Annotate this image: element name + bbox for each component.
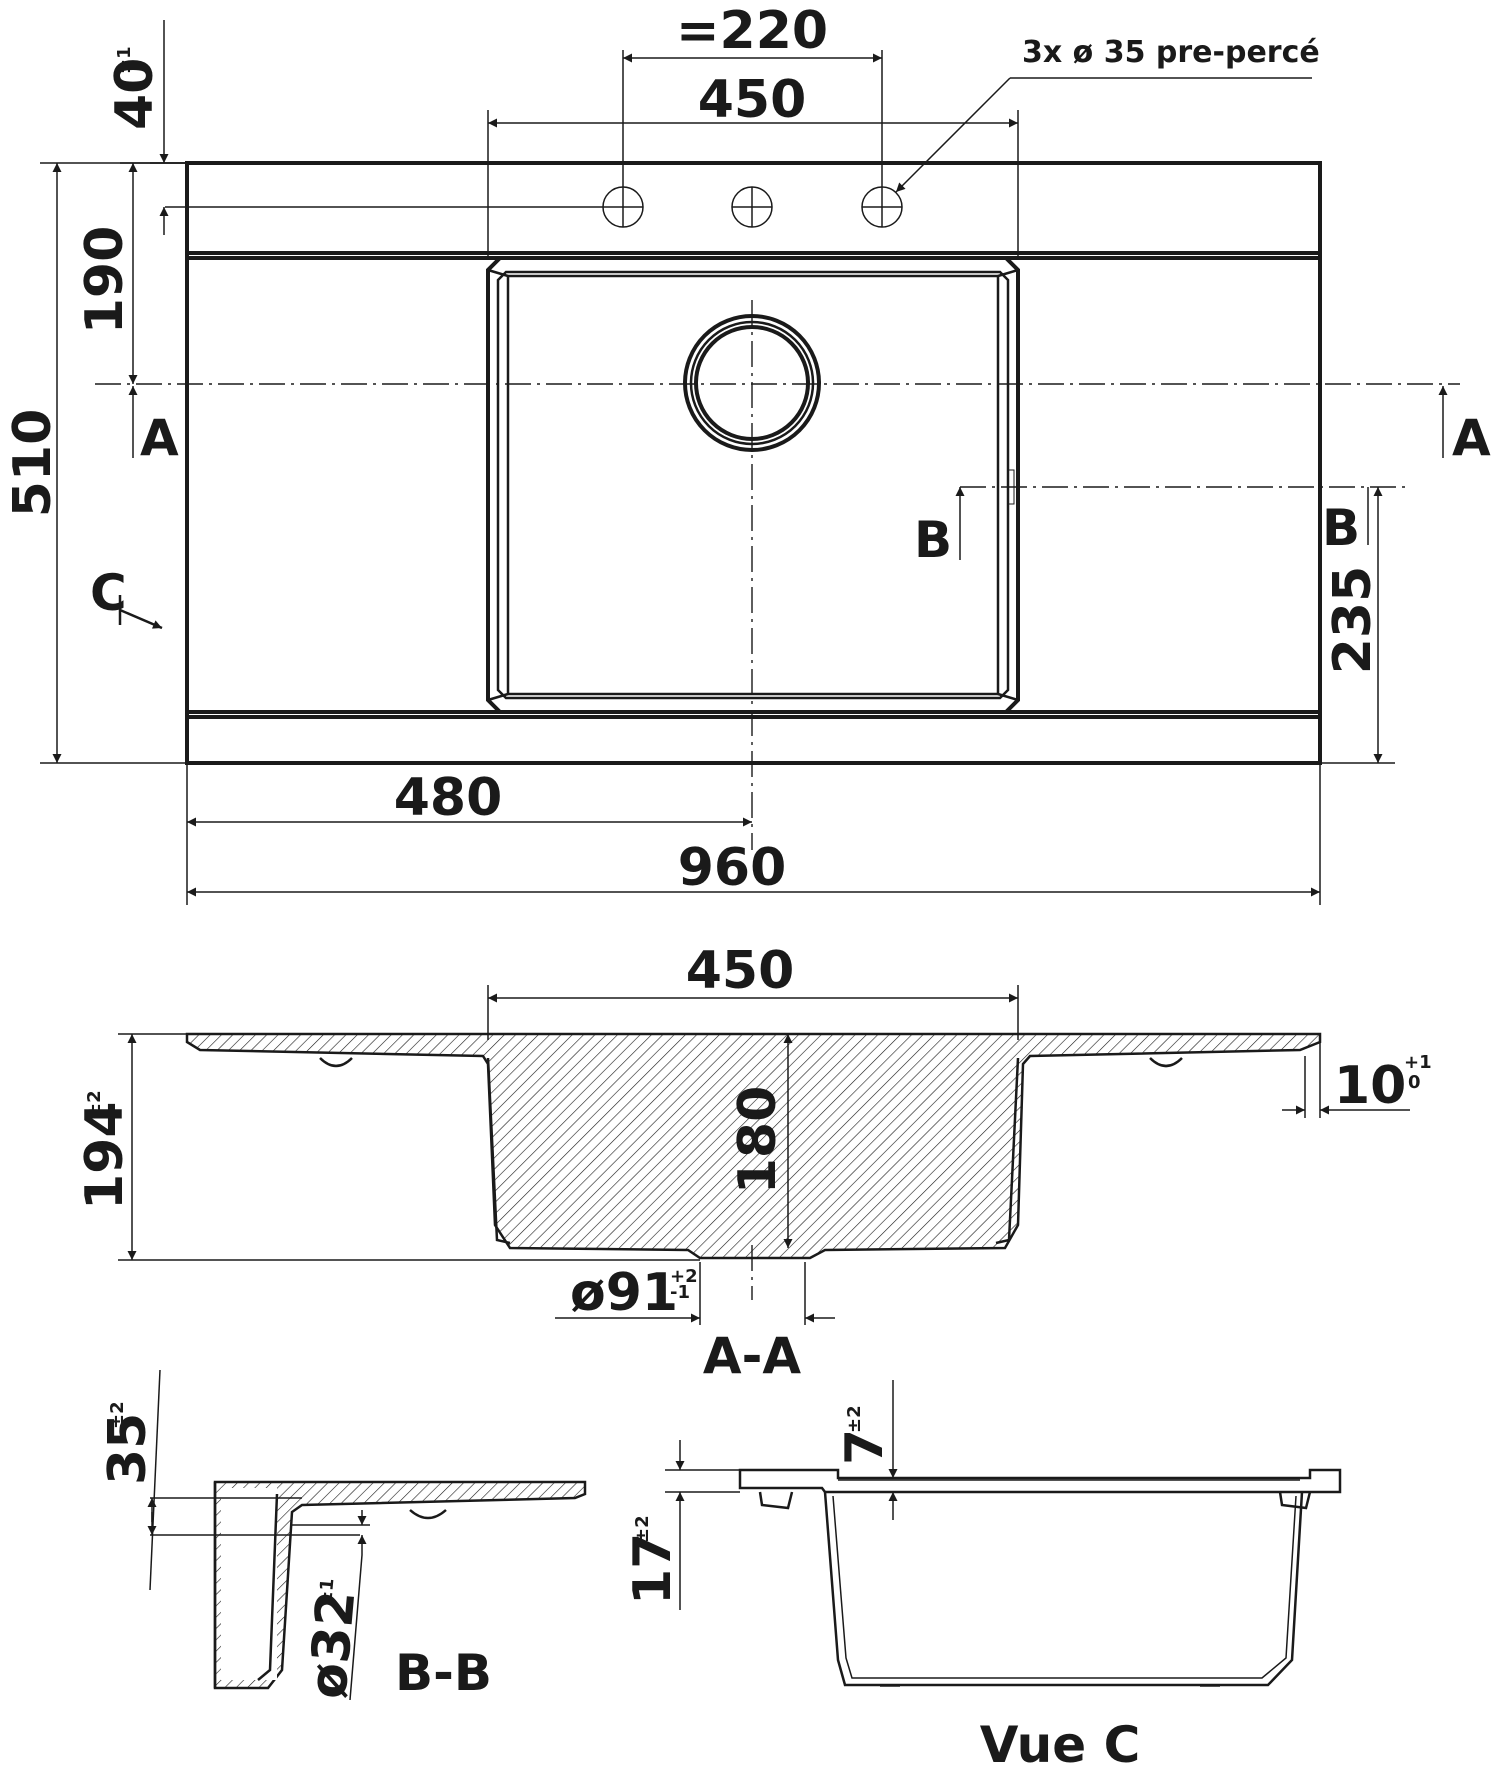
dim-510-label: 510 — [3, 409, 63, 518]
section-bb: 35 ±2 ø32 ±1 B-B — [98, 1369, 587, 1702]
dim-40-label: 40 — [105, 58, 165, 130]
dim-10-tol-down: 0 — [1408, 1072, 1421, 1093]
dim-32-label: ø32 — [298, 1588, 367, 1701]
view-c-outline — [738, 1468, 1342, 1494]
section-a-left: A — [140, 409, 179, 467]
dim-235-label: 235 — [1323, 566, 1383, 675]
dim-190-label: 190 — [75, 226, 135, 335]
dim-7-label: 7 — [835, 1429, 895, 1465]
dim-480-label: 480 — [394, 768, 503, 828]
section-bb-title: B-B — [395, 1644, 492, 1702]
dim-450-top-label: 450 — [698, 70, 807, 130]
view-c: 7 ±2 17 ±2 Vue C — [623, 1380, 1342, 1774]
tap-holes-note: 3x ø 35 pre-percé — [1022, 35, 1320, 70]
dim-32-tol: ±1 — [315, 1578, 338, 1607]
section-aa-profile — [185, 1032, 1322, 1260]
section-aa-title: A-A — [703, 1327, 801, 1385]
dim-91-tol-up: +2 — [670, 1266, 698, 1287]
dim-960-label: 960 — [678, 838, 787, 898]
dim-40-tol: ±1 — [114, 46, 135, 74]
dim-194-label: 194 — [75, 1101, 135, 1210]
section-b-left: B — [914, 511, 952, 569]
section-b-right: B — [1322, 499, 1360, 557]
dim-10-label: 10 — [1334, 1056, 1406, 1116]
section-a-right: A — [1452, 409, 1491, 467]
dim-7-tol: ±2 — [844, 1405, 865, 1433]
tap-hole-icon — [602, 186, 903, 228]
dim-17-tol: ±2 — [632, 1515, 653, 1543]
view-c-mark: C — [90, 564, 127, 622]
dim-91-label: ø91 — [570, 1263, 678, 1323]
bowl-top — [486, 256, 1020, 714]
section-aa: 450 180 194 ±2 10 +1 0 ø91 +2 -1 A-A — [75, 941, 1432, 1385]
dim-180-label: 180 — [728, 1086, 788, 1195]
dim-35-tol: ±2 — [107, 1401, 128, 1429]
sink-outline — [185, 161, 1322, 765]
view-c-title: Vue C — [980, 1716, 1141, 1774]
dim-220-label: =220 — [676, 1, 828, 61]
dim-17-label: 17 — [623, 1533, 683, 1605]
dim-91-tol-down: -1 — [670, 1282, 690, 1303]
dim-10-tol-up: +1 — [1404, 1052, 1432, 1073]
top-view: =220 450 3x ø 35 pre-percé 40 ±1 190 A A… — [3, 1, 1491, 905]
dim-450-aa-label: 450 — [686, 941, 795, 1001]
dim-35-label: 35 — [98, 1413, 158, 1485]
dim-194-tol: ±2 — [84, 1090, 105, 1118]
